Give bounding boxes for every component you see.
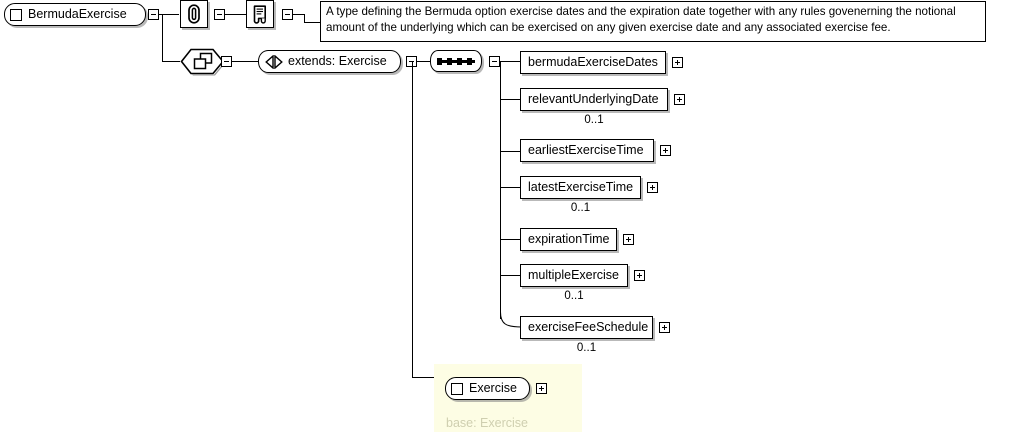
derivation-collapse-toggle[interactable]: [221, 56, 232, 67]
element-box-exerciseFeeSchedule[interactable]: exerciseFeeSchedule: [520, 316, 653, 339]
schema-type-square-icon: [10, 8, 22, 21]
extension-triangles-icon: [265, 54, 283, 69]
sequence-collapse-toggle[interactable]: [489, 56, 500, 67]
extension-node-extends-exercise[interactable]: extends: Exercise: [258, 50, 401, 73]
element-box-latestExerciseTime[interactable]: latestExerciseTime: [520, 176, 641, 199]
connector-stub-element-2: [500, 99, 520, 100]
element-expand-toggle-exerciseFeeSchedule[interactable]: [659, 322, 670, 333]
connector-stub-element-3: [500, 151, 520, 152]
paperclip-annotation-icon[interactable]: [180, 0, 208, 28]
element-box-expirationTime[interactable]: expirationTime: [520, 228, 617, 251]
documentation-text-box: A type defining the Bermuda option exerc…: [320, 1, 986, 42]
base-type-node-exercise[interactable]: Exercise: [445, 377, 530, 400]
root-type-label: BermudaExercise: [28, 7, 127, 22]
documentation-scroll-icon[interactable]: [246, 0, 274, 28]
connector-extension-branch-to-base: [412, 377, 441, 378]
occurrence-label-relevantUnderlyingDate: 0..1: [584, 114, 604, 126]
connector-derivation-to-extension: [232, 61, 258, 62]
annotation-collapse-toggle[interactable]: [214, 9, 225, 20]
connector-annotation-to-documentation: [225, 14, 246, 15]
element-label: earliestExerciseTime: [528, 143, 644, 158]
occurrence-label-latestExerciseTime: 0..1: [570, 202, 591, 214]
element-label: multipleExercise: [528, 268, 620, 283]
schema-type-square-icon: [451, 382, 463, 395]
documentation-collapse-toggle[interactable]: [282, 9, 293, 20]
root-collapse-toggle[interactable]: [148, 9, 159, 20]
connector-stub-element-6: [500, 275, 520, 276]
element-box-relevantUnderlyingDate[interactable]: relevantUnderlyingDate: [520, 88, 668, 111]
extension-label: extends: Exercise: [288, 54, 387, 69]
derivation-hexagon-glyph: [180, 48, 225, 76]
extension-collapse-toggle[interactable]: [406, 56, 417, 67]
base-type-expand-toggle[interactable]: [536, 383, 547, 394]
element-expand-toggle-expirationTime[interactable]: [623, 234, 634, 245]
base-type-label: Exercise: [469, 381, 517, 396]
connector-extension-branch-vertical: [412, 62, 413, 378]
element-expand-toggle-earliestExerciseTime[interactable]: [660, 145, 671, 156]
sequence-compositor-icon: [437, 57, 475, 65]
sequence-compositor-node[interactable]: [430, 50, 482, 72]
element-expand-toggle-bermudaExerciseDates[interactable]: [672, 57, 683, 68]
element-expand-toggle-relevantUnderlyingDate[interactable]: [674, 94, 685, 105]
element-label: bermudaExerciseDates: [528, 55, 658, 70]
paperclip-glyph: [188, 4, 200, 24]
element-box-earliestExerciseTime[interactable]: earliestExerciseTime: [520, 139, 654, 162]
connector-extension-to-sequence: [417, 61, 430, 62]
element-box-multipleExercise[interactable]: multipleExercise: [520, 264, 628, 287]
connector-documentation-step-v: [304, 14, 305, 23]
connector-stub-element-4: [500, 187, 520, 188]
complex-content-derivation-icon[interactable]: [180, 48, 225, 76]
occurrence-label-multipleExercise: 0..1: [564, 290, 584, 302]
connector-root-to-annotation: [159, 14, 179, 15]
scroll-glyph: [253, 5, 266, 24]
element-expand-toggle-latestExerciseTime[interactable]: [647, 182, 658, 193]
connector-element-spine: [500, 61, 501, 319]
connector-root-branch-to-derivation: [162, 61, 180, 62]
base-type-caption: base: Exercise: [446, 416, 528, 430]
documentation-text: A type defining the Bermuda option exerc…: [326, 5, 956, 34]
connector-root-branch-vertical: [162, 15, 163, 62]
element-expand-toggle-multipleExercise[interactable]: [634, 270, 645, 281]
connector-stub-element-5: [500, 239, 520, 240]
root-type-node-bermudaexercise[interactable]: BermudaExercise: [4, 3, 146, 26]
connector-sequence-to-first-element: [500, 61, 520, 62]
occurrence-label-exerciseFeeSchedule: 0..1: [576, 342, 597, 354]
connector-stub-element-7-curved: [500, 311, 523, 328]
connector-documentation-step-a: [293, 14, 304, 15]
element-label: exerciseFeeSchedule: [528, 320, 649, 335]
element-label: relevantUnderlyingDate: [528, 92, 659, 107]
connector-documentation-step-b: [304, 22, 320, 23]
element-label: expirationTime: [528, 232, 610, 247]
element-box-bermudaExerciseDates[interactable]: bermudaExerciseDates: [520, 51, 666, 74]
element-label: latestExerciseTime: [528, 180, 634, 195]
